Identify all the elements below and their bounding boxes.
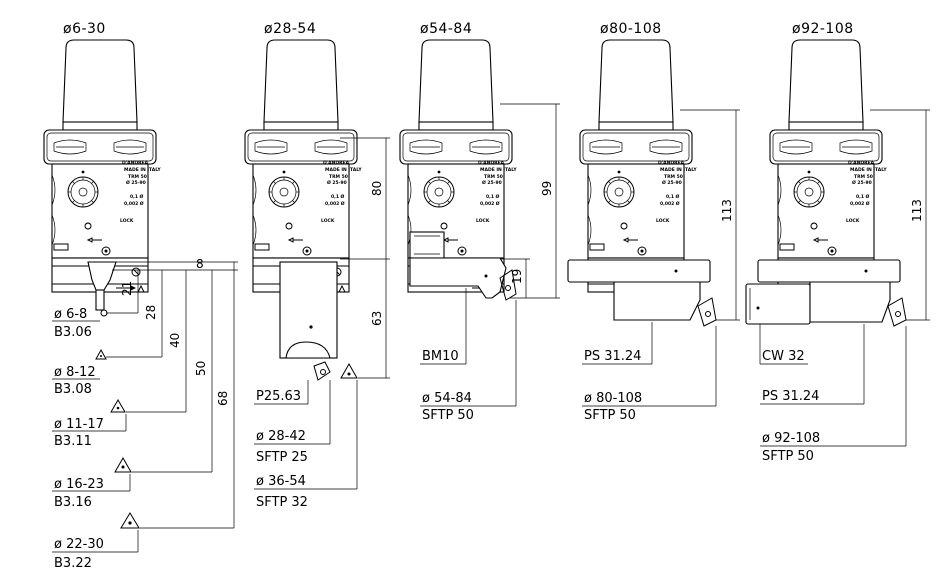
tool2-label-code-2: SFTP 32 — [256, 495, 308, 510]
tool1-label-d-4: ø 16-23 — [54, 477, 104, 492]
tool1-dim-8: 8 — [196, 257, 204, 271]
tool3-adapter-label: BM10 — [422, 349, 459, 364]
tool1-model: TRM 50 — [128, 174, 147, 180]
tool5-group: ø92-108 D'ANDREA MADE IN ITALY TRM 50 Ø … — [745, 21, 930, 464]
tool3-dim-19: 19 — [510, 269, 524, 284]
tool4-range: Ø 25-90 — [662, 179, 682, 186]
tool2-label-d-2: ø 36-54 — [256, 474, 306, 489]
tool5-model: TRM 50 — [854, 174, 873, 180]
tool4-brand: D'ANDREA — [658, 160, 685, 166]
tool4-adapter-label: PS 31.24 — [584, 349, 641, 364]
tool3-range: Ø 25-90 — [482, 179, 502, 186]
tool5-range: Ø 25-90 — [852, 179, 872, 186]
tool3-scale1: 0,1 Ø — [486, 193, 500, 200]
tool2-label-d-1: ø 28-42 — [256, 429, 306, 444]
tool3-label-d: ø 54-84 — [422, 391, 472, 406]
tool1-brand: D'ANDREA — [122, 160, 149, 166]
tool4-label-d: ø 80-108 — [584, 391, 642, 406]
tool5-head — [769, 39, 883, 293]
tool5-header: ø92-108 — [792, 21, 854, 37]
tool4-header: ø80-108 — [600, 21, 662, 37]
tool3-lock: LOCK — [476, 218, 490, 224]
tool3-model: TRM 50 — [484, 174, 503, 180]
tool4-label-code: SFTP 50 — [584, 408, 636, 423]
tool1-dim-68: 68 — [216, 391, 230, 406]
tool5-adapter-label: PS 31.24 — [762, 389, 819, 404]
tool1-label-code-1: B3.06 — [54, 325, 92, 340]
tool1-label-d-3: ø 11-17 — [54, 417, 104, 432]
tool4-model: TRM 50 — [664, 174, 683, 180]
tool1-lock: LOCK — [120, 218, 134, 224]
tool3-made: MADE IN ITALY — [480, 167, 517, 173]
tool3-brand: D'ANDREA — [478, 160, 505, 166]
tool3-group: ø54-84 D'ANDREA MADE IN ITALY TRM 50 Ø 2… — [399, 21, 560, 423]
tool2-brand: D'ANDREA — [323, 160, 350, 166]
tool1-dim-50: 50 — [194, 361, 208, 376]
tool4-scale2: 0,002 Ø — [660, 200, 680, 207]
tool4-head — [579, 39, 693, 293]
tool2-range: Ø 25-90 — [327, 179, 347, 186]
tool1-dim-21: 21 — [120, 281, 134, 296]
tool1-label-code-5: B3.22 — [54, 556, 92, 571]
tool2-bar-label: P25.63 — [256, 389, 301, 404]
tool2-header: ø28-54 — [264, 21, 316, 37]
tool2-dim-80: 80 — [370, 181, 384, 196]
tool5-label-code: SFTP 50 — [762, 449, 814, 464]
tool1-scale1: 0,1 Ø — [130, 193, 144, 200]
tool2-made: MADE IN ITALY — [325, 167, 362, 173]
tool2-dim-63: 63 — [370, 311, 384, 326]
tool5-made: MADE IN ITALY — [850, 167, 887, 173]
tool1-label-d-1: ø 6-8 — [54, 307, 87, 322]
tool4-group: ø80-108 D'ANDREA MADE IN ITALY TRM 50 Ø … — [567, 21, 740, 423]
tool1-label-code-2: B3.08 — [54, 382, 92, 397]
tool2-scale2: 0,002 Ø — [325, 200, 345, 207]
tool3-label-code: SFTP 50 — [422, 408, 474, 423]
tool1-group: ø6-30 D'ANDREA MADE IN ITALY TRM 50 Ø 25… — [43, 21, 238, 571]
tool2-group: ø28-54 D'ANDREA MADE IN ITALY TRM 50 Ø 2… — [244, 21, 390, 510]
tool5-counterweight-label: CW 32 — [762, 349, 805, 364]
tool2-scale1: 0,1 Ø — [331, 193, 345, 200]
tool5-lock: LOCK — [846, 218, 860, 224]
tool5-scale1: 0,1 Ø — [856, 193, 870, 200]
tool2-model: TRM 50 — [329, 174, 348, 180]
tool5-label-d: ø 92-108 — [762, 431, 820, 446]
tool1-made: MADE IN ITALY — [124, 167, 161, 173]
tool1-dim-28: 28 — [144, 305, 158, 320]
tool2-head — [244, 39, 358, 293]
tool4-lock: LOCK — [656, 218, 670, 224]
tool5-dim-113: 113 — [910, 199, 924, 222]
tool1-head — [43, 39, 157, 293]
tool5-scale2: 0,002 Ø — [850, 200, 870, 207]
tool4-scale1: 0,1 Ø — [666, 193, 680, 200]
tool3-header: ø54-84 — [420, 21, 472, 37]
tool1-dim-40: 40 — [168, 333, 182, 348]
tool2-lock: LOCK — [321, 218, 335, 224]
tool1-label-d-2: ø 8-12 — [54, 365, 96, 380]
tool5-brand: D'ANDREA — [848, 160, 875, 166]
tool3-dim-99: 99 — [540, 181, 554, 196]
tool4-dim-113: 113 — [720, 199, 734, 222]
tool3-scale2: 0,002 Ø — [480, 200, 500, 207]
tool1-label-code-4: B3.16 — [54, 495, 92, 510]
tool1-label-d-5: ø 22-30 — [54, 537, 104, 552]
tool1-header: ø6-30 — [63, 21, 106, 37]
tool1-scale2: 0,002 Ø — [124, 200, 144, 207]
tool1-range: Ø 25-90 — [126, 179, 146, 186]
tool1-label-code-3: B3.11 — [54, 434, 92, 449]
tool4-made: MADE IN ITALY — [660, 167, 697, 173]
tool2-label-code-1: SFTP 25 — [256, 450, 308, 465]
